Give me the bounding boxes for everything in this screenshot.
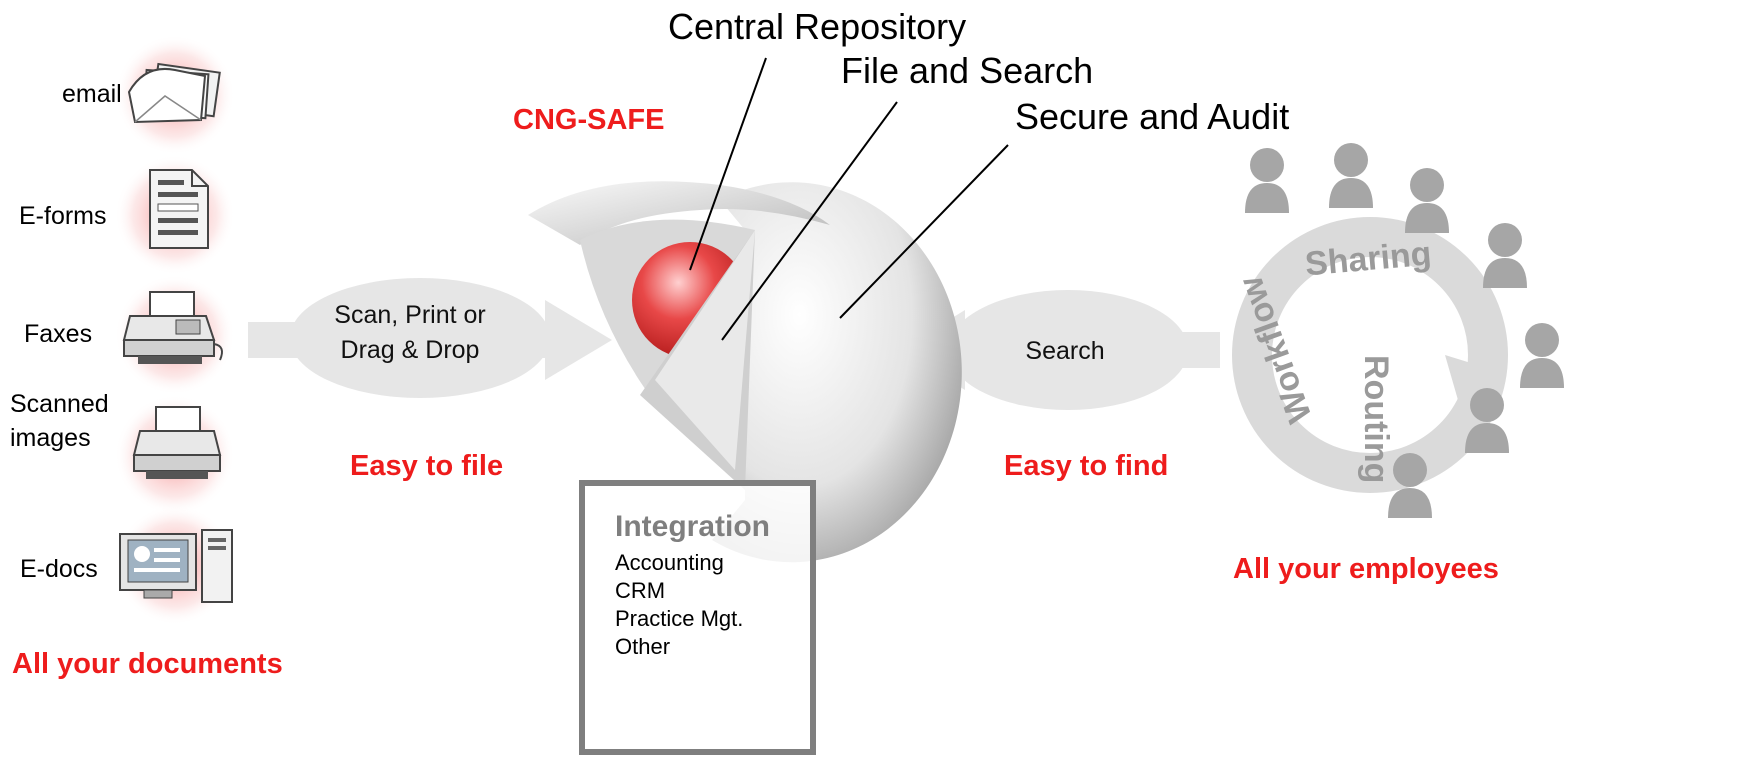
center-title: CNG-SAFE (513, 104, 665, 136)
right-flow-caption: Easy to find (1004, 450, 1169, 482)
callout-secure-and-audit: Secure and Audit (1015, 96, 1290, 137)
source-label-email: email (62, 80, 122, 108)
desktop-computer-icon (119, 529, 233, 603)
scanner-icon (132, 406, 222, 479)
callout-lines (689, 57, 1009, 341)
integration-box: Integration Accounting CRM Practice Mgt.… (579, 480, 816, 755)
left-flow-arrow (248, 278, 612, 398)
envelope-stack-icon (127, 62, 221, 124)
right-flow-text: Search (1025, 337, 1105, 365)
left-flow-text: Scan, Print or Drag & Drop (334, 301, 486, 364)
integration-item-practice-mgt: Practice Mgt. (615, 606, 744, 631)
integration-item-accounting: Accounting (615, 550, 724, 575)
workflow-ring (1232, 217, 1508, 493)
form-document-icon (149, 169, 209, 249)
callout-file-and-search: File and Search (841, 50, 1094, 91)
source-label-faxes: Faxes (24, 320, 93, 348)
right-flow-arrow (900, 290, 1220, 410)
employees-footer: All your employees (1233, 553, 1499, 585)
sources-footer: All your documents (12, 648, 283, 680)
employee-icons (1245, 143, 1564, 518)
callout-central-repository: Central Repository (668, 6, 967, 47)
integration-title: Integration (615, 510, 770, 543)
source-label-edocs: E-docs (20, 555, 98, 583)
left-flow-caption: Easy to file (350, 450, 504, 482)
ring-word-routing: Routing (1357, 355, 1395, 484)
fax-machine-icon (122, 291, 223, 364)
integration-item-other: Other (615, 634, 671, 659)
source-label-scanned-images: Scanned images (10, 390, 109, 452)
repository-sphere (528, 181, 962, 563)
integration-item-crm: CRM (615, 578, 666, 603)
source-label-eforms: E-forms (19, 202, 107, 230)
